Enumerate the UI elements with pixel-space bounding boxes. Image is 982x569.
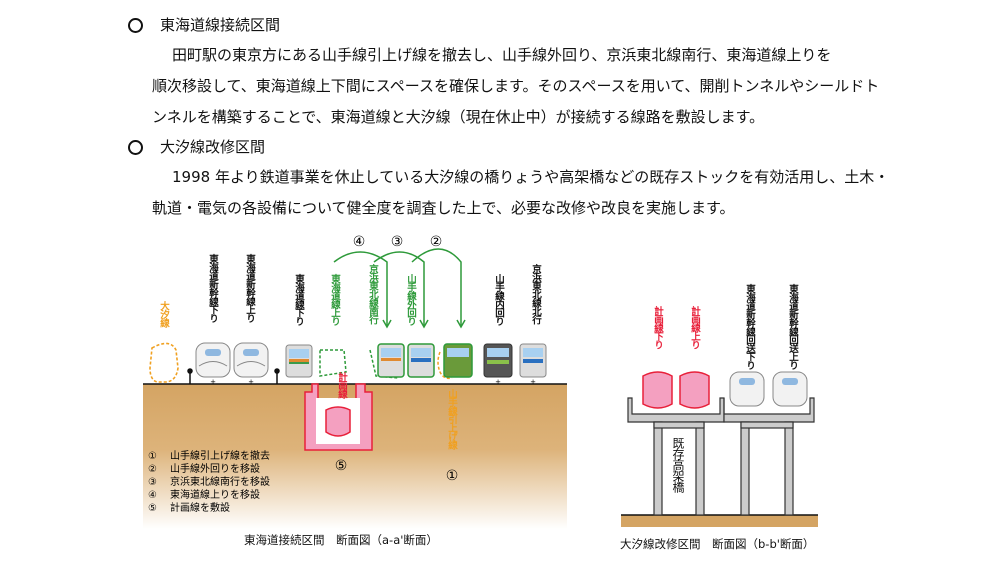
shinkansen-train-up: +	[233, 342, 269, 386]
section-paragraph-oshio: 1998 年より鉄道事業を休止している大汐線の橋りょうや高架橋などの既存ストック…	[152, 162, 922, 224]
label-keihin-north: 京浜東北線北行	[530, 264, 541, 324]
caption-diagram-b: 大汐線改修区間 断面図（b-b'断面）	[620, 537, 815, 551]
section-title: 東海道線接続区間	[160, 16, 281, 34]
legend: ① 山手線引上げ線を撤去 ② 山手線外回りを移設 ③ 京浜東北線南行を移設 ④ …	[148, 449, 270, 514]
legend-num: ④	[148, 490, 157, 501]
planned-train-up	[679, 371, 710, 409]
label-shinkansen-forward-down: 東海道新幹線回送下り	[744, 284, 755, 369]
svg-text:+: +	[248, 378, 254, 386]
keihin-south-old-outline	[369, 349, 399, 379]
label-yamanote-siding: 山手線引上げ線	[446, 389, 457, 449]
paragraph-line: 順次移設して、東海道線上下間にスペースを確保します。そのスペースを用いて、開削ト…	[152, 77, 880, 95]
legend-num: ①	[148, 451, 157, 462]
viaduct-right	[723, 397, 815, 516]
label-shinkansen-forward-up: 東海道新幹線回送上り	[787, 284, 798, 369]
marker-tunnel: ⑤	[335, 458, 348, 474]
label-tokaido-up: 東海道線上り	[329, 274, 340, 325]
paragraph-line: ンネルを構築することで、東海道線と大汐線（現在休止中）が接続する線路を敷設します…	[152, 108, 765, 126]
ground	[143, 384, 567, 529]
shinkansen-forward-train-down	[729, 371, 765, 407]
legend-text: 山手線外回りを移設	[170, 462, 260, 475]
shinkansen-forward-train-up	[772, 371, 808, 407]
move-arrow-3	[373, 251, 429, 329]
caption-diagram-a: 東海道接続区間 断面図（a-a'断面）	[244, 533, 438, 547]
move-arrow-4	[333, 251, 392, 329]
svg-text:+: +	[210, 378, 216, 386]
label-shinkansen-up: 東海道新幹線上り	[244, 254, 255, 322]
section-heading-tokaido: 東海道線接続区間	[128, 14, 280, 36]
label-planned-down: 計画線下り	[652, 306, 663, 349]
svg-text:①: ①	[148, 451, 157, 462]
legend-num: ③	[148, 477, 157, 488]
catenary-pole	[274, 368, 280, 384]
svg-text:+: +	[530, 378, 536, 386]
label-keihin-south: 京浜東北線南行	[367, 264, 378, 324]
label-tokaido-down: 東海道線下り	[293, 274, 304, 325]
section-paragraph-tokaido: 田町駅の東京方にある山手線引上げ線を撤去し、山手線外回り、京浜東北線南行、東海道…	[152, 40, 922, 133]
legend-text: 京浜東北線南行を移設	[170, 475, 270, 488]
legend-text: 東海道線上りを移設	[170, 488, 260, 501]
section-heading-oshio: 大汐線改修区間	[128, 136, 265, 158]
catenary-pole	[187, 368, 193, 384]
paragraph-line: 田町駅の東京方にある山手線引上げ線を撤去し、山手線外回り、京浜東北線南行、東海道…	[172, 46, 832, 64]
keihin-train-north: +	[519, 343, 547, 386]
ground-b	[621, 515, 818, 527]
yamanote-train-outer	[407, 343, 435, 378]
shinkansen-train-down: +	[195, 342, 231, 386]
move-arrow-2	[411, 248, 466, 329]
step-marker-2: ②	[430, 234, 443, 250]
tokaido-train-down	[285, 344, 313, 378]
circle-bullet-icon	[128, 17, 143, 33]
yamanote-train-inner: +	[483, 343, 513, 386]
yamanote-train-relocated	[443, 343, 473, 378]
paragraph-line: 軌道・電気の各設備について健全度を調査した上で、必要な改修や改良を実施します。	[152, 199, 735, 217]
planned-train-down	[642, 371, 673, 409]
paragraph-line: 1998 年より鉄道事業を休止している大汐線の橋りょうや高架橋などの既存ストック…	[172, 168, 890, 186]
section-title: 大汐線改修区間	[160, 138, 266, 156]
legend-num: ②	[148, 464, 157, 475]
label-oshio: 大汐線	[158, 301, 169, 327]
label-shinkansen-down: 東海道新幹線下り	[207, 254, 218, 322]
label-planned-up: 計画線上り	[689, 306, 700, 349]
step-marker-3: ③	[391, 234, 404, 250]
oshio-line-outline	[149, 342, 179, 383]
label-existing-viaduct: 既存高架橋	[671, 437, 685, 492]
label-yamanote-inner: 山手線内回り	[493, 274, 504, 325]
label-planned: 計画線	[336, 372, 347, 398]
circle-bullet-icon	[128, 139, 143, 155]
label-yamanote-outer: 山手線外回り	[405, 274, 416, 325]
keihin-train-south	[377, 343, 405, 378]
yamanote-siding-outline	[437, 351, 453, 380]
legend-num: ⑤	[148, 503, 157, 514]
svg-text:+: +	[495, 378, 501, 386]
legend-text: 計画線を敷設	[170, 501, 230, 514]
step-marker-4: ④	[353, 234, 366, 250]
legend-text: 山手線引上げ線を撤去	[170, 449, 270, 462]
marker-siding: ①	[446, 468, 459, 484]
planned-train	[325, 406, 351, 437]
